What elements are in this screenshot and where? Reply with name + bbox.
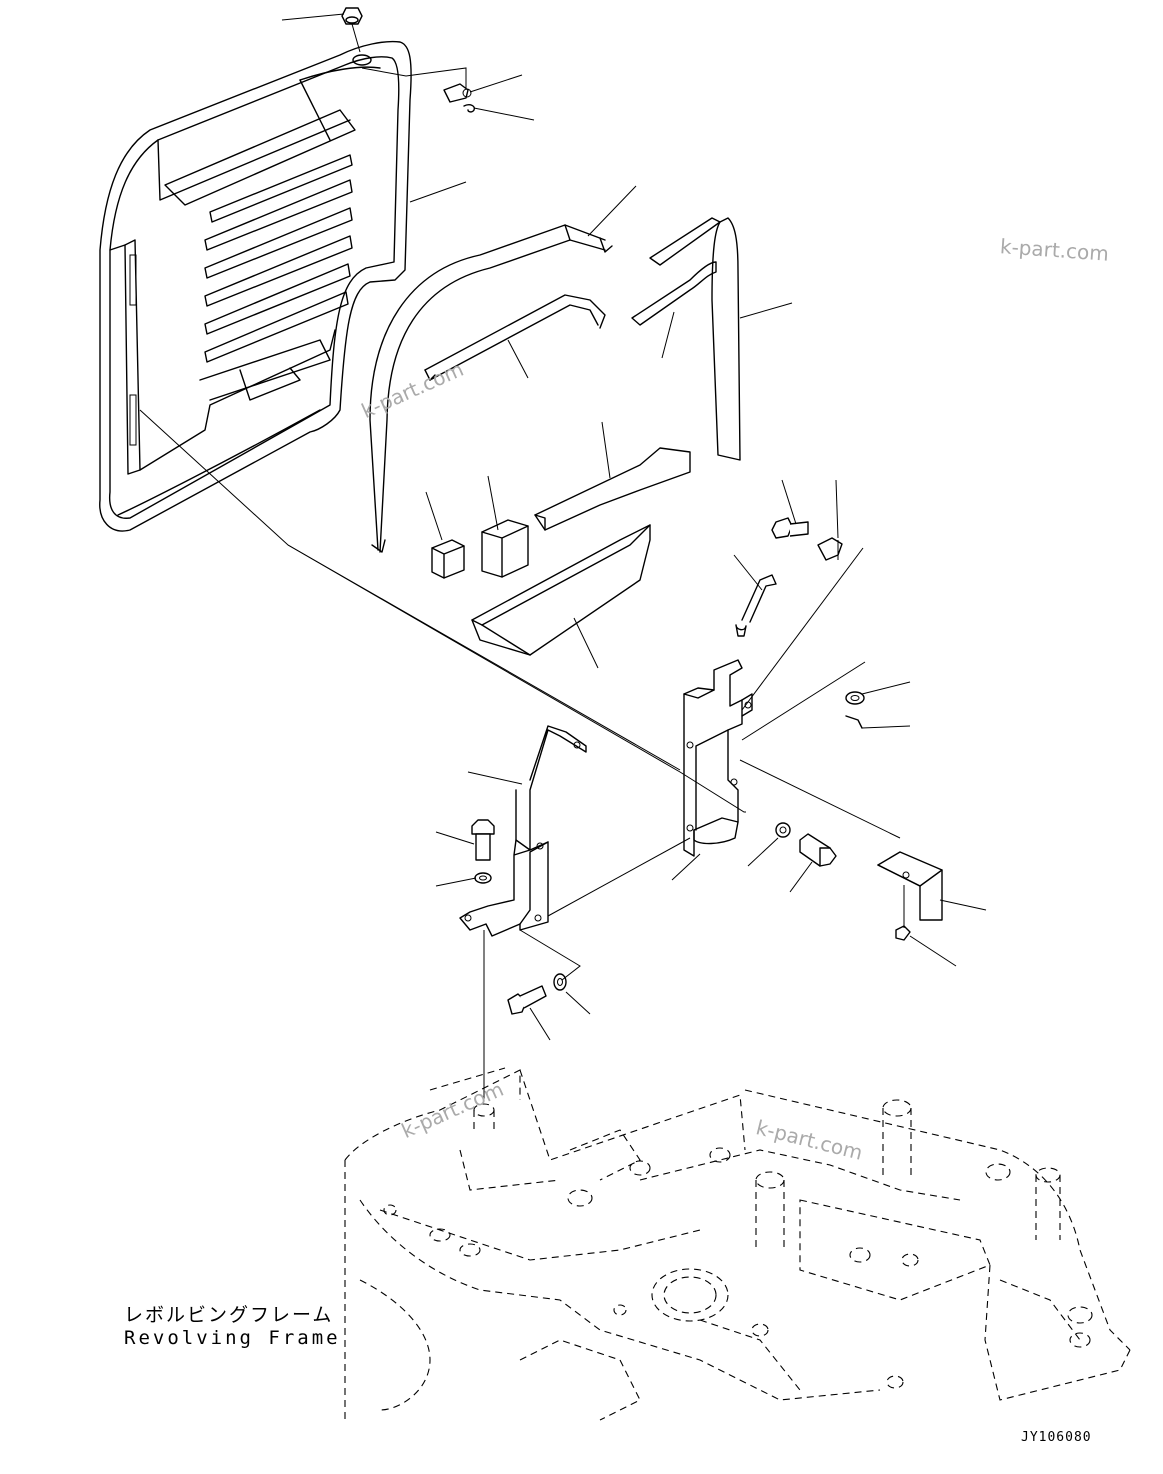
washer-lower <box>553 973 567 991</box>
washer-mid <box>775 822 791 838</box>
bolt-left-upper <box>471 819 495 861</box>
rod <box>735 574 777 637</box>
revolving-frame <box>344 1067 1131 1421</box>
lower-seal-strip <box>424 294 606 381</box>
bolt-upper <box>771 517 809 539</box>
washer-right-top <box>845 691 865 705</box>
pin-right <box>845 715 863 729</box>
frame-label-english: Revolving Frame <box>124 1327 341 1349</box>
bolt-mid <box>799 833 837 867</box>
arc-seal <box>369 224 613 553</box>
clip-upper <box>817 537 843 561</box>
screw-small <box>895 925 911 941</box>
top-nut <box>341 7 363 53</box>
assembly-lines <box>139 409 905 1100</box>
foam-wedge <box>471 524 651 656</box>
frame-label-japanese: レボルビングフレーム <box>124 1304 334 1326</box>
main-bracket <box>683 659 753 857</box>
leader-lines <box>281 13 987 1041</box>
right-vertical-seal <box>631 217 741 461</box>
z-bracket <box>459 725 587 937</box>
door-clip <box>361 67 476 113</box>
bolt-left-lower <box>507 985 547 1015</box>
foam-strip-long <box>534 447 691 531</box>
foam-block-small <box>431 539 465 579</box>
washer-left <box>474 872 492 884</box>
drawing-code: JY106080 <box>1021 1430 1092 1445</box>
small-plate <box>877 851 943 921</box>
foam-block-medium <box>481 519 529 578</box>
door-panel <box>99 40 412 532</box>
